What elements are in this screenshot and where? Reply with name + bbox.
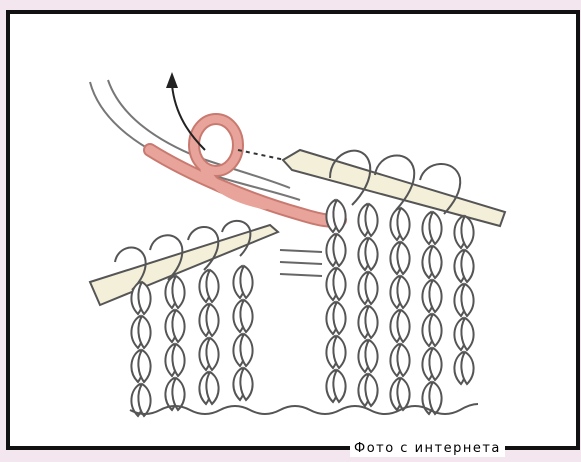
knitted-fabric-left <box>131 266 252 416</box>
ladder-strands <box>280 250 322 276</box>
source-caption: Фото с интернета <box>350 440 505 457</box>
guide-dashed-line <box>238 150 285 160</box>
knitted-fabric-right <box>326 200 473 414</box>
